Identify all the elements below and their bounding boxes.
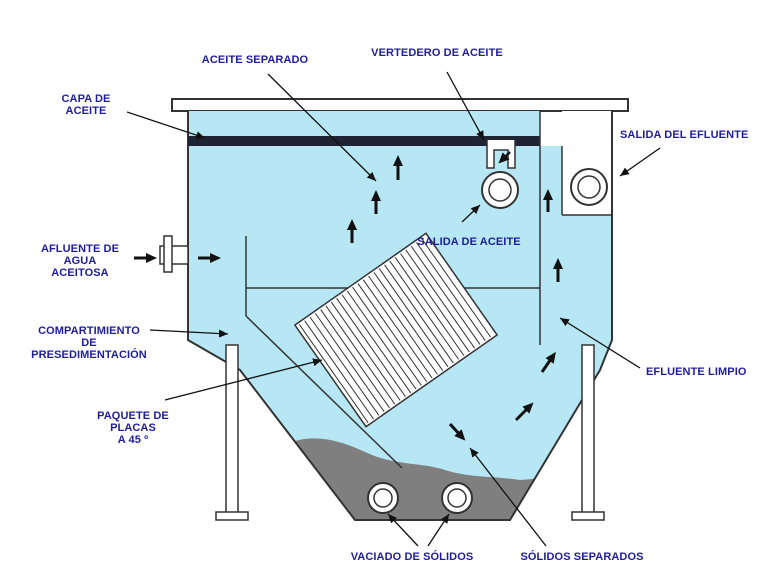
leader-capa-aceite xyxy=(126,111,206,139)
plate-line xyxy=(394,257,465,356)
plate-line xyxy=(309,316,380,416)
plate-line xyxy=(314,312,385,412)
flow-arrow-diag-2 xyxy=(540,351,556,373)
flow-arrows xyxy=(134,151,563,441)
plate-pack xyxy=(293,232,499,428)
leader-lines xyxy=(126,71,661,547)
label-solidos-separados: SÓLIDOS SEPARADOS xyxy=(520,551,644,563)
leader-efluente-limpio xyxy=(559,317,641,369)
plate-line xyxy=(298,324,369,424)
leader-salida-aceite xyxy=(461,204,481,223)
leader-solidos xyxy=(469,447,547,547)
plate-line xyxy=(346,290,417,390)
effluent-outlet-pipe-inner xyxy=(577,175,601,199)
leader-aceite-separado xyxy=(267,73,377,182)
flow-arrow-weir xyxy=(498,151,511,164)
label-vaciado-solidos: VACIADO DE SÓLIDOS xyxy=(350,551,474,563)
leader-salida-efluente xyxy=(619,147,661,177)
drain-pipe-right xyxy=(441,482,473,514)
label-afluente: AFLUENTE DE AGUA ACEITOSA xyxy=(40,243,120,279)
plate-line xyxy=(362,279,433,379)
plate-line xyxy=(373,271,444,371)
inlet-flange xyxy=(163,235,173,273)
label-compartimiento: COMPARTIMIENTO DE PRESEDIMENTACIÓN xyxy=(31,325,147,361)
presed-slope xyxy=(245,315,403,469)
label-paquete-placas: PAQUETE DE PLACAS A 45 º xyxy=(97,410,169,446)
label-efluente-limpio: EFLUENTE LIMPIO xyxy=(646,366,747,378)
plate-line xyxy=(400,253,470,353)
leader-vertedero xyxy=(446,71,485,141)
right-leg xyxy=(571,344,605,521)
leader-vaciado-2 xyxy=(427,513,450,547)
plate-line xyxy=(421,238,492,338)
tank-outline xyxy=(187,111,613,521)
label-aceite-separado: ACEITE SEPARADO xyxy=(201,54,309,66)
flow-arrow-down xyxy=(448,422,466,441)
plate-line xyxy=(325,305,396,405)
plate-line xyxy=(336,298,406,397)
drain-pipe-left xyxy=(367,482,399,514)
plate-line xyxy=(368,275,438,375)
left-leg xyxy=(215,344,249,521)
plate-line xyxy=(357,283,428,383)
plate-line xyxy=(410,245,481,345)
label-salida-efluente: SALIDA DEL EFLUENTE xyxy=(620,129,749,141)
plate-line xyxy=(416,242,486,342)
leader-vaciado-1 xyxy=(387,513,419,547)
plate-line xyxy=(304,320,374,420)
plate-line xyxy=(330,301,401,401)
oil-layer xyxy=(188,136,540,146)
tank-cover xyxy=(171,98,629,112)
label-vertedero-aceite: VERTEDERO DE ACEITE xyxy=(371,47,503,59)
plate-line xyxy=(352,286,422,386)
label-capa-aceite: CAPA DE ACEITE xyxy=(61,93,111,117)
label-salida-aceite: SALIDA DE ACEITE xyxy=(417,236,521,248)
plate-line xyxy=(378,268,449,368)
sludge-layer xyxy=(285,438,545,520)
leader-compartimiento xyxy=(149,329,229,338)
oil-outlet-pipe-inner xyxy=(488,178,512,202)
leader-paquete xyxy=(164,358,323,401)
plate-line xyxy=(384,264,454,364)
plate-line xyxy=(405,249,476,349)
plate-line xyxy=(389,260,460,360)
flow-arrow-diag-1 xyxy=(514,402,534,422)
plate-line xyxy=(341,294,412,394)
plate-line xyxy=(320,309,390,409)
